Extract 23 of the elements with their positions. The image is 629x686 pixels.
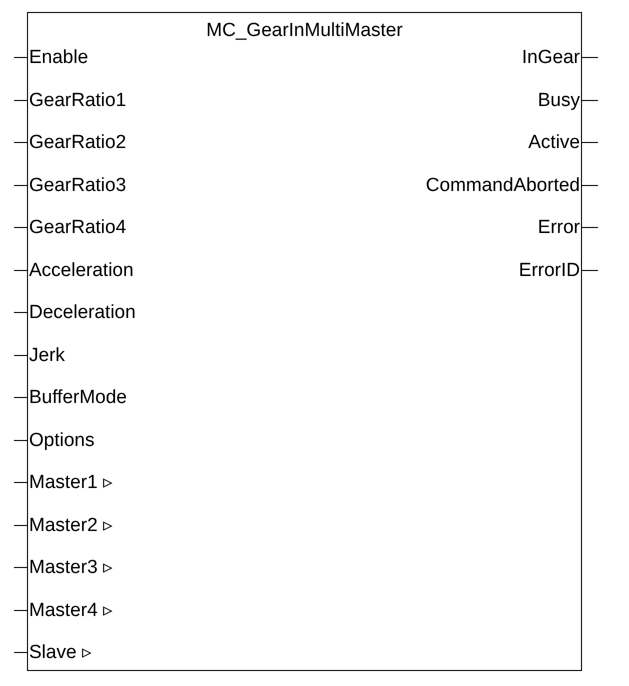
pin-label: Master3 ▹ — [29, 557, 113, 579]
pin-label: Busy — [538, 90, 580, 112]
pin-label: Options — [29, 430, 94, 452]
pin-label: Enable — [29, 47, 88, 69]
pin-label: Error — [538, 217, 580, 239]
pin-label: Master2 ▹ — [29, 514, 113, 536]
pin-label: GearRatio3 — [29, 174, 126, 196]
pin-label: GearRatio2 — [29, 132, 126, 154]
pin-label: ErrorID — [518, 260, 580, 282]
pin-label: GearRatio1 — [29, 90, 126, 112]
pin-label: BufferMode — [29, 387, 127, 409]
pin-label: GearRatio4 — [29, 217, 126, 239]
function-block — [27, 12, 582, 671]
pin-label: Slave ▹ — [29, 642, 92, 664]
pin-label: Master4 ▹ — [29, 600, 113, 622]
pin-label: Active — [528, 132, 580, 154]
pin-label: Jerk — [29, 344, 65, 366]
pin-label: InGear — [522, 47, 580, 69]
block-title: MC_GearInMultiMaster — [205, 20, 404, 42]
pin-label: Acceleration — [29, 260, 134, 282]
pin-label: CommandAborted — [426, 174, 580, 196]
pin-label: Deceleration — [29, 302, 136, 324]
pin-label: Master1 ▹ — [29, 472, 113, 494]
